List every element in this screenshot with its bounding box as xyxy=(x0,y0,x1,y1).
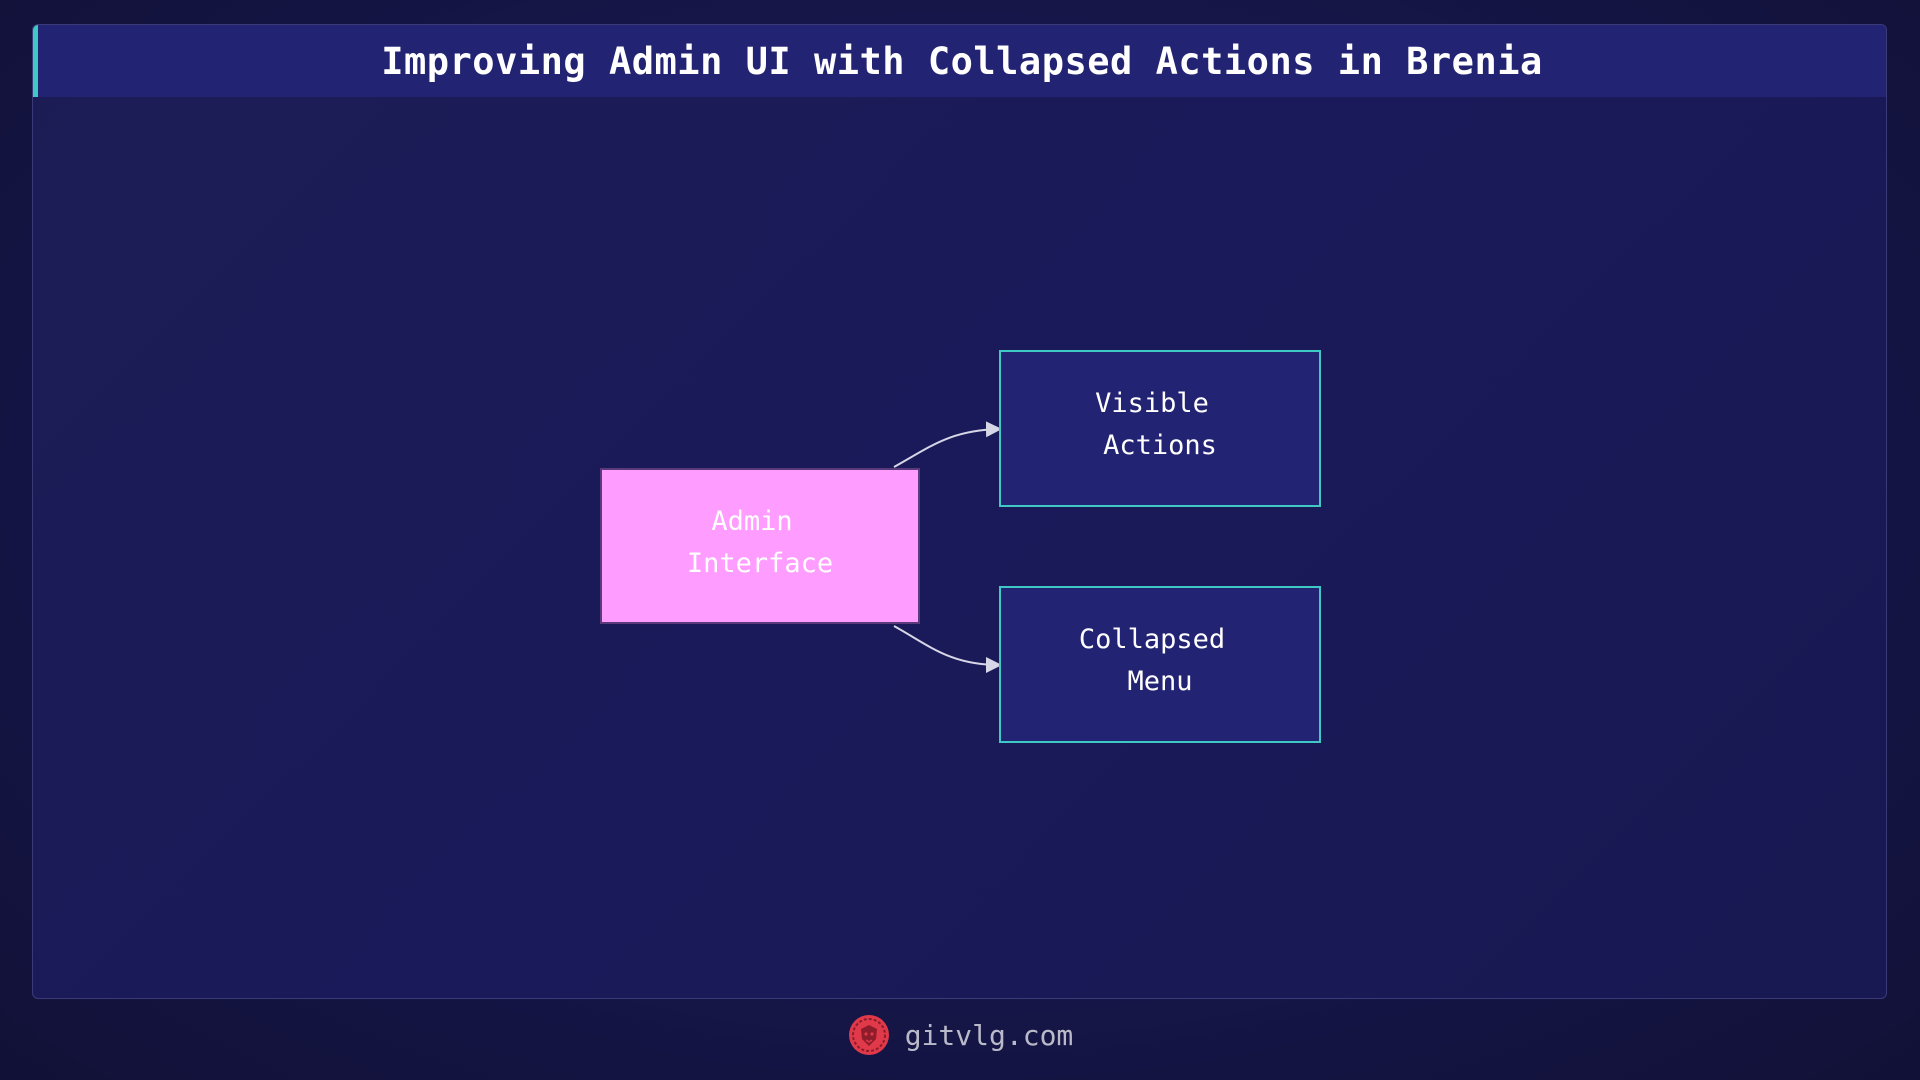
node-admin-interface: Admin Interface xyxy=(600,468,920,624)
page-title: Improving Admin UI with Collapsed Action… xyxy=(381,39,1543,83)
node-collapsed-menu-line1: Collapsed xyxy=(1079,624,1225,655)
footer-site[interactable]: gitvlg.com xyxy=(904,1018,1074,1052)
node-visible-actions-line2: Actions xyxy=(1103,430,1217,461)
edge-admin-to-visible xyxy=(893,421,1002,468)
title-bar: Improving Admin UI with Collapsed Action… xyxy=(33,25,1886,97)
lion-head-icon xyxy=(848,1015,889,1055)
footer: gitvlg.com xyxy=(0,1010,1920,1060)
node-collapsed-menu-line2: Menu xyxy=(1127,666,1192,697)
node-collapsed-menu: Collapsed Menu xyxy=(999,586,1321,743)
node-admin-interface-line1: Admin xyxy=(711,506,792,537)
diagram-panel: Improving Admin UI with Collapsed Action… xyxy=(32,24,1887,999)
node-visible-actions-line1: Visible xyxy=(1095,388,1209,419)
node-visible-actions: Visible Actions xyxy=(999,350,1321,507)
edge-admin-to-collapsed xyxy=(893,625,1002,673)
node-admin-interface-line2: Interface xyxy=(687,548,833,579)
